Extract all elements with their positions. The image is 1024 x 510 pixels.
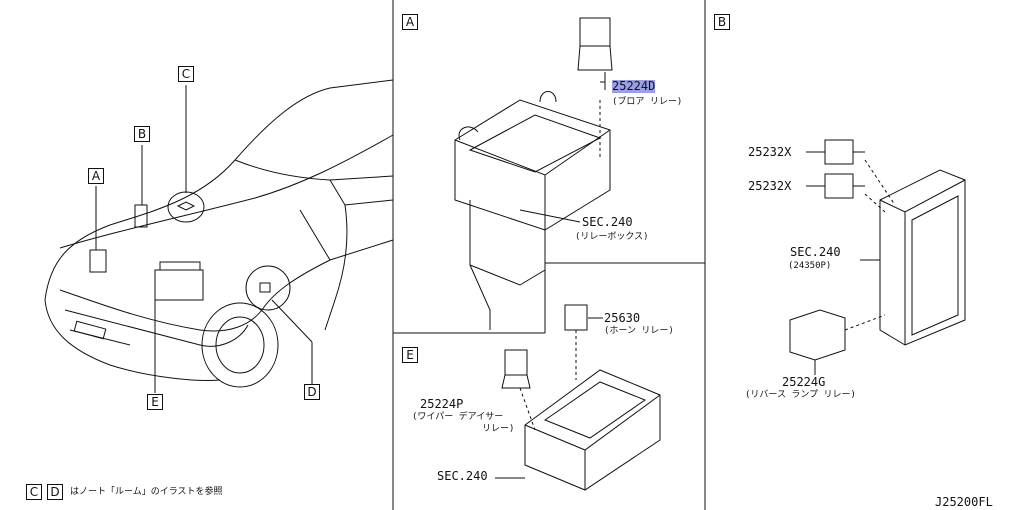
section-ref-a[interactable]: SEC.240	[582, 215, 633, 229]
section-ref-e[interactable]: SEC.240	[437, 469, 488, 483]
footnote-text: はノート「ルーム」のイラストを参照	[70, 487, 223, 497]
part-name-reverse-lamp-relay: (リバース ランプ リレー)	[745, 390, 856, 400]
battery-marker	[154, 269, 204, 301]
car-outline	[44, 79, 394, 388]
callout-c-car: C	[178, 66, 194, 82]
part-number-25224d[interactable]: 25224D	[612, 79, 656, 93]
part-number-25630[interactable]: 25630	[604, 311, 641, 325]
callout-d-car: D	[304, 384, 320, 400]
callout-b-car: B	[134, 126, 150, 142]
part-b-marker	[134, 204, 148, 228]
junction-block-b	[789, 139, 966, 375]
section-sub-b: (24350P)	[788, 261, 832, 271]
panel-b-label: B	[714, 14, 730, 30]
part-name-wiper-deicer-2: リレー)	[482, 424, 515, 434]
section-name-relay-box: (リレーボックス)	[575, 232, 649, 242]
footnote-box-c: C	[26, 484, 42, 500]
part-a-marker	[89, 249, 107, 273]
part-number-25224p[interactable]: 25224P	[420, 397, 464, 411]
fuse-box-e	[495, 304, 661, 491]
panel-e-label: E	[402, 347, 418, 363]
callout-a-car: A	[88, 168, 104, 184]
part-number-25232x-1[interactable]: 25232X	[748, 145, 792, 159]
part-number-25232x-2[interactable]: 25232X	[748, 179, 792, 193]
part-number-25224g[interactable]: 25224G	[782, 375, 826, 389]
panel-a-label: A	[402, 14, 418, 30]
relay-box-a	[454, 17, 613, 330]
part-name-wiper-deicer-1: (ワイパー デアイサー	[412, 412, 504, 422]
part-name-blower-relay: (ブロア リレー)	[612, 97, 683, 107]
section-ref-b[interactable]: SEC.240	[790, 245, 841, 259]
diagram-code: J25200FL	[935, 495, 993, 509]
part-c-marker	[167, 191, 205, 223]
part-name-horn-relay: (ホーン リレー)	[604, 326, 674, 336]
footnote-box-d: D	[47, 484, 63, 500]
callout-e-car: E	[147, 394, 163, 410]
